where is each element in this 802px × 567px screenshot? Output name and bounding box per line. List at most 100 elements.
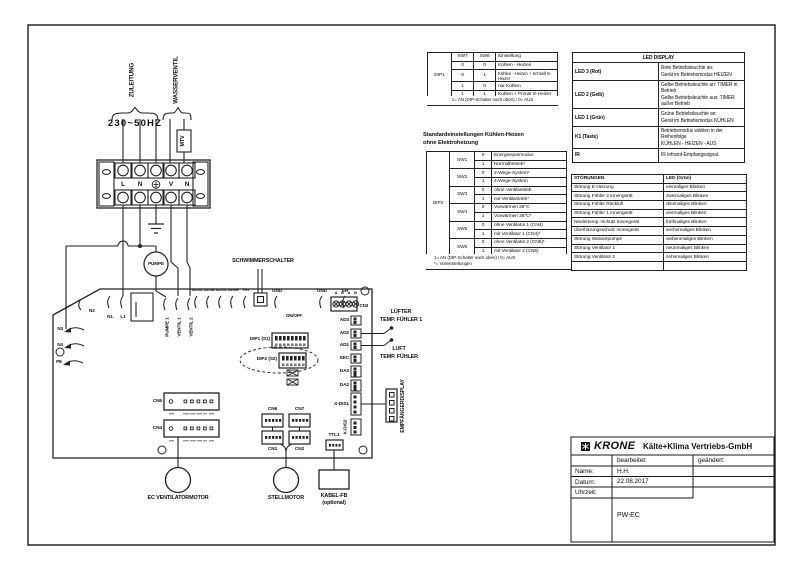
terminal-label-l: L bbox=[121, 181, 125, 188]
ec-fan-motor-symbol bbox=[164, 466, 192, 494]
led-desc-line: Gelbe Betriebsleuchte aus: TIMER außer B… bbox=[661, 94, 735, 108]
cell bbox=[663, 260, 747, 271]
led-label-cell: K1 (Taste) bbox=[572, 126, 659, 149]
cell: ohne Ventilantrieb bbox=[491, 185, 567, 196]
led-label-cell: LED 1 (Grün) bbox=[572, 108, 659, 127]
ventil2-label: VENTIL 2 bbox=[188, 317, 194, 337]
cell: 1 bbox=[474, 229, 492, 239]
sw-cell: SW4 bbox=[449, 203, 475, 222]
sw-cell: SW3 bbox=[449, 185, 475, 205]
dip1-s1-label: DIP1 (S1) bbox=[249, 337, 270, 342]
wasserventil-label: WASSERVENTIL bbox=[172, 56, 180, 104]
cell: 1 bbox=[451, 81, 474, 92]
terminal-block bbox=[96, 159, 211, 209]
name-row-value: H.H. bbox=[617, 467, 630, 475]
dip2-table-footer: 1= AN (DIP-Schalter nach oben) / 0= AUS … bbox=[426, 254, 575, 270]
cell: Störung Fühler 2 Innengerät bbox=[571, 191, 664, 202]
cell: Überhitzungsschutz Innengerät bbox=[571, 226, 664, 236]
cn3-pin-a1-label: A bbox=[334, 290, 338, 295]
led-desc-line: Gerät im Betriebsmodus HEIZEN bbox=[661, 71, 732, 78]
cell: viermaliges Blinken bbox=[663, 208, 747, 219]
header-cell: SW7 bbox=[451, 52, 474, 62]
earth-terminal-icon bbox=[151, 180, 161, 189]
cn4-label: CN4 bbox=[152, 425, 162, 431]
n1-label: N1 bbox=[107, 314, 113, 319]
cell: siebenmaliges Blinken bbox=[663, 234, 747, 245]
empfaengerdisplay-label: EMPFÄNGERDISPLAY bbox=[400, 379, 407, 433]
pin-aux2b-label: AUX2B bbox=[227, 287, 239, 292]
luft-label-line1: LUFT bbox=[392, 346, 406, 352]
luefter-label-line1: LÜFTER bbox=[390, 309, 412, 315]
cell: mit Ventilantrieb* bbox=[491, 194, 567, 205]
terminal-label-n2: N bbox=[184, 181, 190, 188]
cn5-connector bbox=[163, 392, 220, 415]
dip1-settings-table: DIP1 SW7 SW8 Einstellung 0 0 Kühlen - He… bbox=[427, 52, 558, 100]
cell: 0 bbox=[474, 237, 492, 248]
cell: Niedertemp.-Schutz Innengerät bbox=[571, 217, 664, 228]
cn3-pin-b1-label: B bbox=[341, 290, 344, 295]
table-row: LED 2 (Gelb) Gelbe Betriebsleuchte an: T… bbox=[572, 80, 745, 109]
pin-aux2a-label: AUX2A bbox=[215, 287, 227, 292]
ttl1-connector bbox=[325, 439, 344, 451]
on-off-label: ON/OFF bbox=[286, 313, 302, 318]
table-title-cell: LED DISPLAY bbox=[572, 52, 745, 63]
cell: 0 bbox=[451, 69, 474, 83]
cell: Störung E-Heizung bbox=[571, 182, 664, 193]
kabel-fb-box bbox=[318, 469, 350, 490]
cell: Kühlen - Heizen + Schnell E-Heizer bbox=[495, 69, 558, 83]
table-row: LED 1 (Grün) Grüne Betriebsleuchte an:Ge… bbox=[572, 108, 745, 127]
pump-symbol bbox=[143, 251, 169, 277]
cell: Energiesparmodus bbox=[491, 151, 567, 161]
pump-label: PUMPE bbox=[148, 261, 164, 266]
cn3-pin-b2-label: B bbox=[354, 290, 357, 295]
dip1-table-footer: 1= AN (DIP-Schalter nach oben) / 0= AUS bbox=[427, 96, 558, 106]
company-name: Kälte+Klima Vertriebs-GmbH bbox=[643, 442, 753, 451]
cell: 1 bbox=[474, 194, 492, 205]
jumpers bbox=[286, 369, 299, 386]
table-row: LED 3 (Rot) Rote Betriebsleuchte an:Gerä… bbox=[572, 62, 745, 81]
cell: 0 bbox=[451, 60, 474, 71]
luft-label-line2: TEMP. FÜHLER bbox=[380, 353, 418, 360]
da2-label: DA2 bbox=[339, 382, 349, 388]
cell: 0 bbox=[474, 168, 492, 179]
sw-cell: SW1 bbox=[449, 150, 475, 170]
n2-label: N2 bbox=[89, 308, 95, 313]
cell: zweimaliges Blinken bbox=[663, 191, 747, 202]
cell: Störung Fühler Rückluft bbox=[571, 200, 664, 210]
temp-sensor-icons bbox=[361, 326, 394, 346]
group-cell: DIP1 bbox=[427, 52, 452, 100]
pe-label: PE bbox=[56, 359, 62, 364]
cn3-terminal bbox=[330, 296, 360, 312]
gnd-label-2: GND bbox=[317, 287, 327, 293]
dip2-table-title-line1: Standardeinstellungen Kühlen-Heizen bbox=[423, 132, 524, 138]
cell: Vorwärmen 28°C bbox=[491, 203, 567, 213]
cn6-label: CN6 bbox=[267, 406, 278, 412]
cn3-label: CN3 bbox=[359, 302, 369, 308]
terminal-label-v: V bbox=[168, 181, 174, 188]
table-row: 0 1 Kühlen - Heizen + Schnell E-Heizer bbox=[428, 69, 558, 83]
bottom-device-wires bbox=[177, 437, 335, 470]
datum-row-label: Datum: bbox=[575, 478, 596, 486]
datum-row-value: 22.08.2017 bbox=[617, 478, 649, 485]
cn5-label: CN5 bbox=[152, 398, 162, 404]
sec-label: SEC bbox=[339, 355, 349, 361]
sw-cell: SW5 bbox=[449, 220, 475, 239]
cn3-pin-a2-label: A bbox=[347, 290, 351, 295]
pin-fs1-label: FS1 bbox=[243, 287, 249, 292]
dip-switch-s2 bbox=[239, 346, 319, 374]
brand-name: KRONE bbox=[594, 440, 636, 452]
table-row bbox=[571, 260, 747, 271]
cell: Kühlen - Heizen bbox=[495, 60, 558, 71]
cell: Störung Wasserpumpe bbox=[571, 234, 664, 245]
pin-aux1b-label: AUX1B bbox=[203, 287, 215, 292]
cell: einmaliges Blinken bbox=[663, 182, 747, 193]
luefter-label-line2: TEMP. FÜHLER 1 bbox=[379, 316, 423, 323]
cell: 0 bbox=[474, 203, 492, 213]
